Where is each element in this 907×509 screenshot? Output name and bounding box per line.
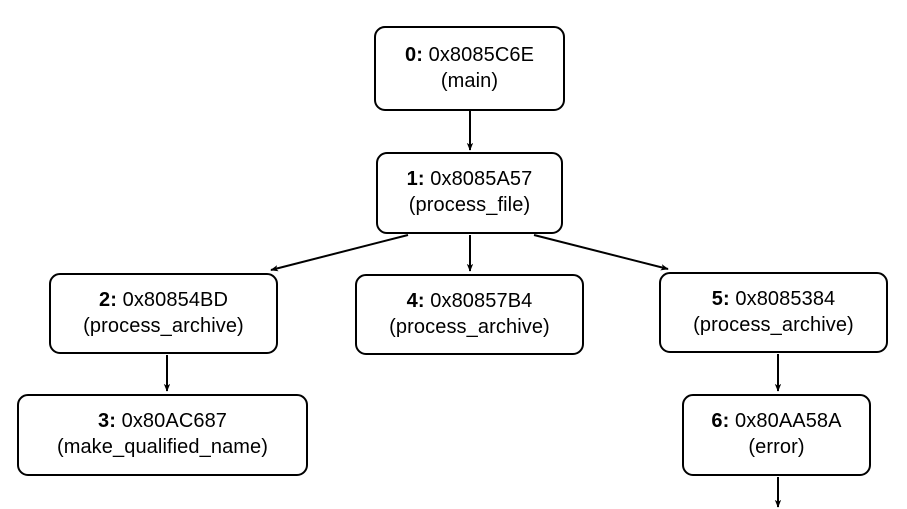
node-address-line: 6: 0x80AA58A [711,409,841,435]
node-function-name: (error) [748,436,805,458]
node-address-line: 0: 0x8085C6E [405,43,534,69]
graph-node-4[interactable]: 4: 0x80857B4(process_archive) [355,274,584,355]
node-address: 0x8085A57 [424,168,533,191]
node-function-name: (process_archive) [83,314,244,337]
node-address-line: 3: 0x80AC687 [98,409,227,435]
node-index-label: 0: [404,43,423,66]
node-address-line: 1: 0x8085A57 [407,167,533,193]
node-index-label: 2: [98,288,117,311]
node-index-label: 6: [711,410,730,433]
node-function-name: (process_file) [408,194,531,216]
node-index-label: 3: [97,410,116,433]
node-address: 0x80AC687 [115,410,228,433]
node-address: 0x80857B4 [424,289,533,312]
node-address: 0x80AA58A [729,410,842,433]
node-address-line: 5: 0x8085384 [712,287,836,313]
node-address: 0x8085384 [729,287,836,310]
graph-node-1[interactable]: 1: 0x8085A57(process_file) [376,152,563,234]
graph-edge-1-to-5 [533,234,669,271]
graph-node-6[interactable]: 6: 0x80AA58A(error) [682,394,871,476]
node-function-name: (main) [440,69,499,92]
node-address: 0x8085C6E [422,43,535,66]
graph-node-5[interactable]: 5: 0x8085384(process_archive) [659,272,888,353]
graph-edge-1-to-2 [270,234,409,272]
node-index-label: 5: [711,287,730,310]
node-function-name: (process_archive) [693,313,854,336]
graph-node-0[interactable]: 0: 0x8085C6E(main) [374,26,565,111]
graph-node-2[interactable]: 2: 0x80854BD(process_archive) [49,273,278,354]
graph-node-3[interactable]: 3: 0x80AC687(make_qualified_name) [17,394,308,476]
node-address-line: 2: 0x80854BD [99,288,228,314]
node-address-line: 4: 0x80857B4 [407,289,533,315]
node-function-name: (make_qualified_name) [56,436,269,458]
node-function-name: (process_archive) [389,315,550,338]
node-index-label: 4: [406,289,425,312]
node-address: 0x80854BD [116,288,229,311]
node-index-label: 1: [406,168,425,191]
